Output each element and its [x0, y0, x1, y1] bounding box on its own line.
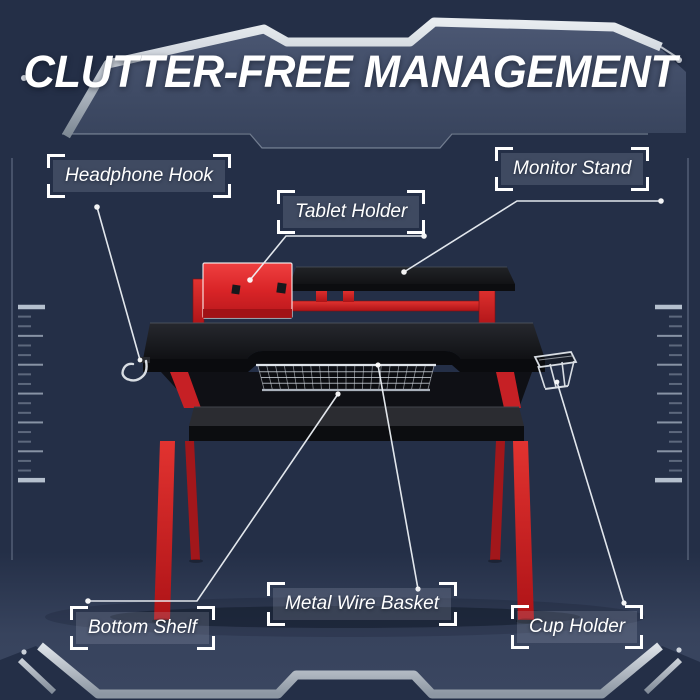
bottom-right-slash [643, 657, 683, 695]
callout-line-tablet-holder [247, 233, 427, 283]
callout-lines [85, 198, 664, 606]
bracket-corner-icon [70, 606, 88, 620]
cup-holder-graphic [533, 351, 578, 390]
callout-label-headphone-hook: Headphone Hook [47, 154, 231, 198]
bracket-corner-icon [212, 183, 231, 198]
callout-line-cup-holder [554, 379, 627, 606]
bracket-corner-icon [267, 582, 285, 596]
desk-shadow [45, 597, 645, 637]
callout-line-bottom-shelf [85, 391, 341, 604]
corner-dots [21, 57, 682, 655]
bracket-corner-icon [407, 190, 426, 204]
bracket-corner-icon [495, 176, 513, 191]
bottom-left-slash [17, 657, 57, 695]
headphone-hook-graphic [121, 357, 150, 382]
bracket-corner-icon [631, 176, 650, 191]
callout-label-bottom-shelf: Bottom Shelf [70, 606, 215, 650]
title-panel [68, 25, 686, 148]
bracket-corner-icon [439, 582, 457, 596]
callout-label-text: Bottom Shelf [88, 617, 197, 638]
callout-line-metal-wire-basket [375, 362, 421, 592]
callout-label-text: Tablet Holder [295, 201, 408, 222]
bottom-band [37, 642, 663, 699]
bracket-corner-icon [439, 611, 457, 626]
callout-label-text: Cup Holder [529, 616, 626, 637]
callout-line-headphone-hook [94, 204, 143, 363]
tablet-holder-panel [202, 262, 293, 319]
callout-label-cup-holder: Cup Holder [511, 605, 644, 649]
callout-label-text: Metal Wire Basket [285, 593, 439, 614]
top-band [62, 17, 663, 139]
callout-label-text: Monitor Stand [513, 158, 632, 179]
bracket-corner-icon [47, 183, 65, 198]
callout-line-monitor-stand [401, 198, 664, 275]
bottom-mask [0, 646, 700, 700]
metal-wire-basket-graphic [256, 363, 436, 392]
gaming-desk-graphic [45, 262, 645, 637]
bracket-corner-icon [407, 219, 426, 234]
bracket-corner-icon [511, 634, 529, 649]
basket-grid [257, 365, 435, 390]
desk-legs [152, 441, 536, 624]
bracket-corner-icon [511, 605, 529, 619]
bracket-corner-icon [495, 147, 513, 161]
bracket-corner-icon [47, 154, 65, 168]
bracket-corner-icon [631, 147, 650, 161]
callout-label-text: Headphone Hook [65, 165, 213, 186]
ruler-left [18, 304, 45, 483]
monitor-stand-shelf [290, 266, 515, 291]
desktop-surface [143, 322, 545, 372]
bracket-corner-icon [70, 635, 88, 650]
bracket-corner-icon [277, 219, 295, 234]
page-title: CLUTTER-FREE MANAGEMENT [23, 46, 677, 97]
bracket-corner-icon [267, 611, 285, 626]
title-panel-bottom-line [62, 133, 648, 149]
bracket-corner-icon [212, 154, 231, 168]
bracket-corner-icon [196, 635, 215, 650]
bracket-corner-icon [196, 606, 215, 620]
frame-decoration [0, 17, 700, 700]
bottom-shelf-board [189, 406, 524, 441]
callout-label-tablet-holder: Tablet Holder [277, 190, 426, 234]
bracket-corner-icon [277, 190, 295, 204]
callout-label-metal-wire-basket: Metal Wire Basket [267, 582, 457, 626]
callout-label-monitor-stand: Monitor Stand [495, 147, 650, 191]
top-band-tail [660, 46, 679, 59]
bracket-corner-icon [625, 605, 644, 619]
ruler-right [655, 304, 682, 483]
bracket-corner-icon [625, 634, 644, 649]
